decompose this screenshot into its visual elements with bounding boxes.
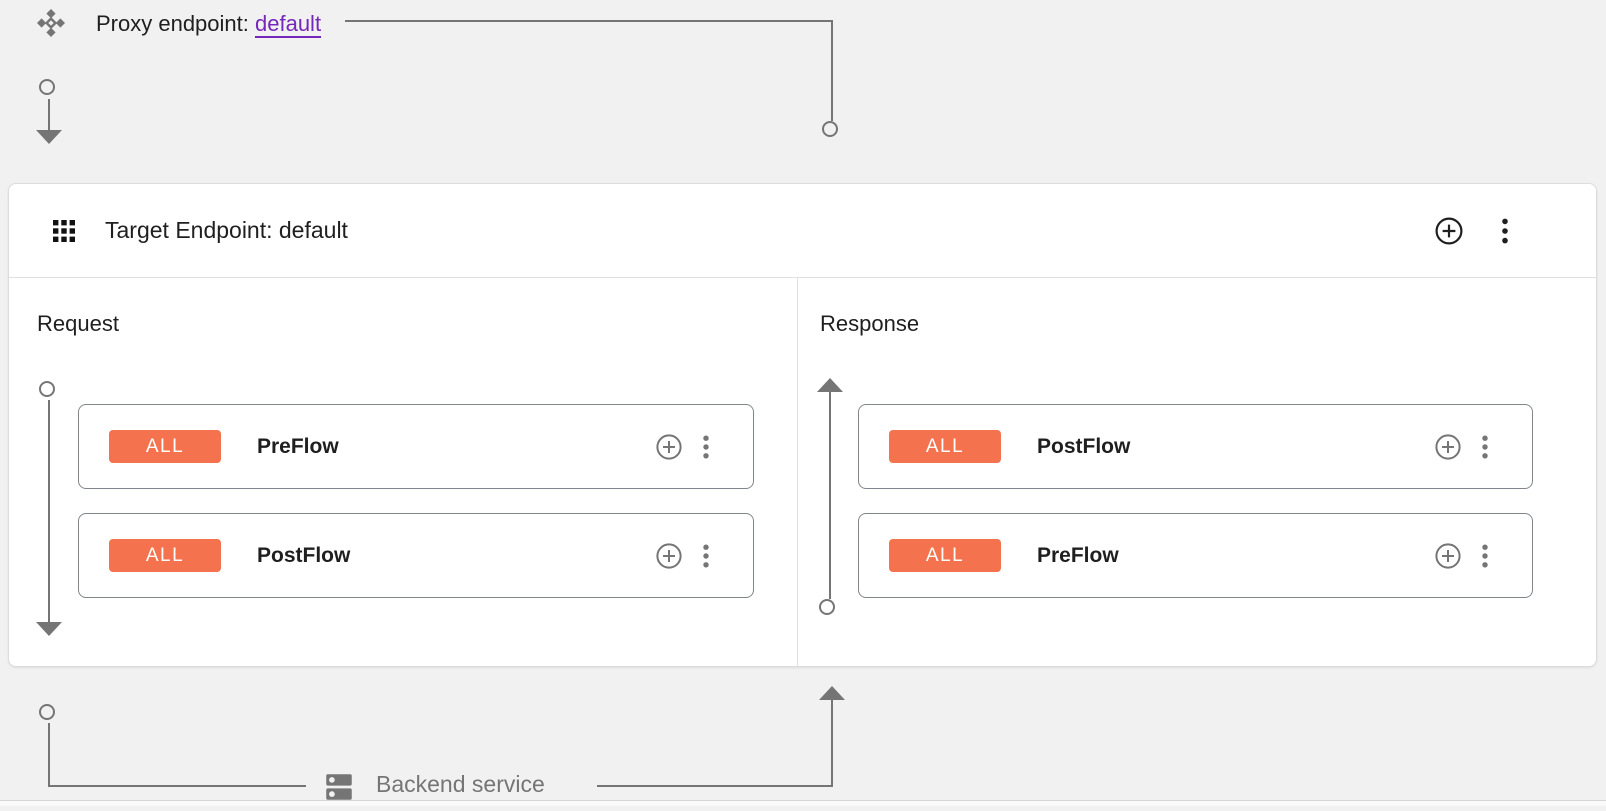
flow-condition-badge: ALL <box>889 539 1001 572</box>
request-inlet-node <box>39 79 55 95</box>
flow-name: PostFlow <box>1037 434 1131 458</box>
proxy-endpoint-label: Proxy endpoint: <box>96 11 249 36</box>
plus-circle-icon <box>1434 216 1464 246</box>
response-flow-line <box>829 391 831 599</box>
plus-circle-icon <box>1434 433 1462 461</box>
grid-icon <box>53 219 75 242</box>
target-endpoint-card: Target Endpoint: default <box>8 183 1597 667</box>
target-endpoint-body: Request ALL PreFlow <box>9 278 1596 666</box>
backend-right-horizontal-line <box>597 785 833 787</box>
response-column-label: Response <box>820 311 920 336</box>
request-inlet-line <box>48 99 50 130</box>
request-flow-start-node <box>39 381 55 397</box>
flow-menu-button[interactable] <box>1482 435 1488 459</box>
request-column: Request ALL PreFlow <box>9 278 798 666</box>
flow-condition-badge: ALL <box>109 430 221 463</box>
proxy-endpoint-link[interactable]: default <box>255 11 322 38</box>
backend-outlet-node <box>39 704 55 720</box>
target-endpoint-header: Target Endpoint: default <box>9 184 1596 278</box>
response-column: Response ALL PostFlow <box>798 278 1596 666</box>
add-endpoint-item-button[interactable] <box>1434 216 1464 246</box>
plus-circle-icon <box>655 433 683 461</box>
connector-proxy-vertical <box>831 20 833 121</box>
flow-card-response-preflow[interactable]: ALL PreFlow <box>858 513 1533 598</box>
plus-circle-icon <box>1434 542 1462 570</box>
flow-card-response-postflow[interactable]: ALL PostFlow <box>858 404 1533 489</box>
flow-card-request-postflow[interactable]: ALL PostFlow <box>78 513 754 598</box>
add-policy-button[interactable] <box>655 433 683 461</box>
endpoint-menu-button[interactable] <box>1502 218 1508 244</box>
kebab-menu-icon <box>1482 544 1488 568</box>
add-policy-button[interactable] <box>655 542 683 570</box>
response-flow-start-node <box>819 599 835 615</box>
flow-name: PreFlow <box>257 434 339 458</box>
flow-name: PreFlow <box>1037 543 1119 567</box>
flow-menu-button[interactable] <box>1482 544 1488 568</box>
request-flow-arrow <box>36 622 62 636</box>
target-endpoint-title: Target Endpoint: default <box>105 217 348 243</box>
flow-menu-button[interactable] <box>703 435 709 459</box>
plus-circle-icon <box>655 542 683 570</box>
connector-proxy-horizontal <box>345 20 833 22</box>
backend-service-label: Backend service <box>376 771 545 797</box>
flow-menu-button[interactable] <box>703 544 709 568</box>
add-policy-button[interactable] <box>1434 433 1462 461</box>
kebab-menu-icon <box>1502 218 1508 244</box>
request-inlet-arrow <box>36 130 62 144</box>
response-return-arrow <box>819 686 845 700</box>
server-icon <box>322 768 356 811</box>
flow-condition-badge: ALL <box>889 430 1001 463</box>
canvas-bottom-edge <box>0 800 1606 806</box>
request-column-label: Request <box>37 311 119 336</box>
backend-left-horizontal-line <box>48 785 306 787</box>
request-flow-line <box>48 400 50 622</box>
flow-condition-badge: ALL <box>109 539 221 572</box>
kebab-menu-icon <box>703 544 709 568</box>
proxy-endpoint-icon <box>36 8 66 43</box>
proxy-endpoint-row: Proxy endpoint: default <box>96 9 322 39</box>
kebab-menu-icon <box>1482 435 1488 459</box>
backend-right-vertical-line <box>831 700 833 787</box>
backend-left-vertical-line <box>48 723 50 787</box>
kebab-menu-icon <box>703 435 709 459</box>
flow-name: PostFlow <box>257 543 351 567</box>
flow-card-request-preflow[interactable]: ALL PreFlow <box>78 404 754 489</box>
add-policy-button[interactable] <box>1434 542 1462 570</box>
proxy-connector-end-node <box>822 121 838 137</box>
response-flow-arrow <box>817 378 843 392</box>
